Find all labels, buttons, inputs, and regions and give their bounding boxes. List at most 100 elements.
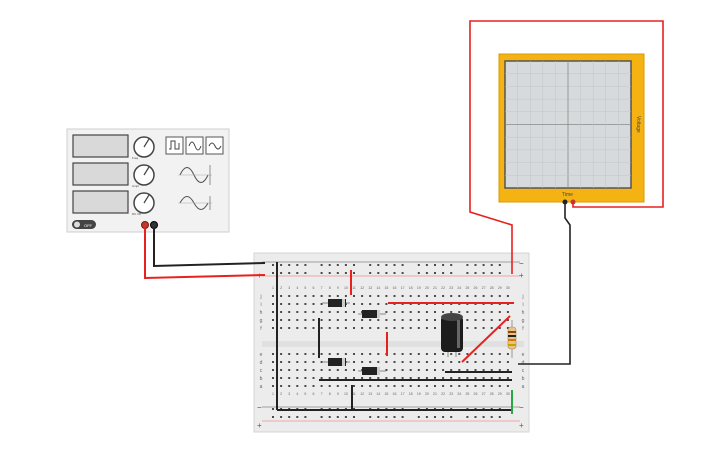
breadboard-hole[interactable] xyxy=(425,327,428,329)
breadboard-hole[interactable] xyxy=(458,369,461,371)
breadboard-hole[interactable] xyxy=(280,377,283,379)
breadboard-hole[interactable] xyxy=(442,369,445,371)
breadboard-hole[interactable] xyxy=(288,361,291,363)
breadboard-hole[interactable] xyxy=(450,369,453,371)
breadboard-hole[interactable] xyxy=(320,377,323,379)
breadboard-hole[interactable] xyxy=(336,385,339,387)
breadboard-hole[interactable] xyxy=(377,303,380,305)
breadboard-hole[interactable] xyxy=(272,295,274,297)
breadboard-hole[interactable] xyxy=(272,353,274,355)
breadboard-hole[interactable] xyxy=(498,327,501,329)
breadboard-hole[interactable] xyxy=(490,369,493,371)
breadboard-hole[interactable] xyxy=(353,385,355,387)
breadboard-hole[interactable] xyxy=(450,264,453,266)
breadboard-hole[interactable] xyxy=(482,319,485,321)
breadboard-hole[interactable] xyxy=(498,369,501,371)
breadboard-hole[interactable] xyxy=(361,377,364,379)
breadboard-hole[interactable] xyxy=(296,264,299,266)
breadboard-hole[interactable] xyxy=(361,353,364,355)
breadboard-hole[interactable] xyxy=(312,377,315,379)
breadboard-hole[interactable] xyxy=(369,272,372,274)
breadboard-hole[interactable] xyxy=(498,311,501,313)
breadboard-hole[interactable] xyxy=(280,303,283,305)
breadboard-hole[interactable] xyxy=(304,377,307,379)
breadboard-hole[interactable] xyxy=(320,361,323,363)
breadboard-hole[interactable] xyxy=(425,377,428,379)
breadboard-hole[interactable] xyxy=(328,264,331,266)
breadboard-hole[interactable] xyxy=(328,327,331,329)
breadboard-hole[interactable] xyxy=(490,327,493,329)
breadboard-hole[interactable] xyxy=(328,319,331,321)
breadboard-hole[interactable] xyxy=(353,319,355,321)
breadboard-hole[interactable] xyxy=(393,295,396,297)
breadboard-hole[interactable] xyxy=(506,311,509,313)
breadboard-hole[interactable] xyxy=(482,272,485,274)
breadboard-hole[interactable] xyxy=(272,361,274,363)
breadboard-hole[interactable] xyxy=(385,303,388,305)
breadboard-hole[interactable] xyxy=(401,377,404,379)
breadboard-hole[interactable] xyxy=(369,295,372,297)
wire-scope-negative[interactable] xyxy=(518,202,571,365)
breadboard-hole[interactable] xyxy=(304,272,307,274)
breadboard-hole[interactable] xyxy=(280,369,283,371)
breadboard-hole[interactable] xyxy=(385,361,388,363)
breadboard-hole[interactable] xyxy=(361,303,364,305)
breadboard-hole[interactable] xyxy=(377,385,380,387)
breadboard-hole[interactable] xyxy=(304,264,307,266)
breadboard-hole[interactable] xyxy=(377,295,380,297)
breadboard-hole[interactable] xyxy=(498,295,501,297)
breadboard-hole[interactable] xyxy=(434,369,436,371)
breadboard-hole[interactable] xyxy=(466,416,469,418)
breadboard-hole[interactable] xyxy=(393,353,396,355)
breadboard-hole[interactable] xyxy=(490,272,493,274)
breadboard-hole[interactable] xyxy=(336,327,339,329)
breadboard-hole[interactable] xyxy=(409,369,412,371)
breadboard-hole[interactable] xyxy=(442,353,445,355)
breadboard-hole[interactable] xyxy=(450,311,453,313)
breadboard-hole[interactable] xyxy=(369,416,372,418)
breadboard-hole[interactable] xyxy=(280,264,283,266)
breadboard-hole[interactable] xyxy=(336,311,339,313)
breadboard-hole[interactable] xyxy=(417,385,420,387)
breadboard-hole[interactable] xyxy=(498,416,501,418)
breadboard-hole[interactable] xyxy=(417,361,420,363)
breadboard-hole[interactable] xyxy=(498,353,501,355)
diode-3[interactable] xyxy=(322,358,350,366)
breadboard-hole[interactable] xyxy=(474,327,477,329)
breadboard-hole[interactable] xyxy=(474,385,477,387)
breadboard-hole[interactable] xyxy=(482,369,485,371)
breadboard-hole[interactable] xyxy=(361,385,364,387)
breadboard-hole[interactable] xyxy=(377,416,380,418)
diode-2[interactable] xyxy=(358,310,386,318)
breadboard-hole[interactable] xyxy=(344,264,347,266)
breadboard-hole[interactable] xyxy=(442,361,445,363)
breadboard-hole[interactable] xyxy=(377,327,380,329)
breadboard-hole[interactable] xyxy=(385,377,388,379)
breadboard-hole[interactable] xyxy=(353,416,355,418)
breadboard-hole[interactable] xyxy=(296,319,299,321)
breadboard-hole[interactable] xyxy=(369,264,372,266)
breadboard-hole[interactable] xyxy=(304,295,307,297)
breadboard-hole[interactable] xyxy=(320,319,323,321)
breadboard-hole[interactable] xyxy=(312,295,315,297)
breadboard-hole[interactable] xyxy=(361,319,364,321)
breadboard-hole[interactable] xyxy=(369,385,372,387)
breadboard-hole[interactable] xyxy=(409,377,412,379)
breadboard-hole[interactable] xyxy=(498,377,501,379)
breadboard-hole[interactable] xyxy=(369,377,372,379)
breadboard-hole[interactable] xyxy=(458,377,461,379)
breadboard-hole[interactable] xyxy=(272,408,274,410)
breadboard-hole[interactable] xyxy=(434,295,436,297)
breadboard-hole[interactable] xyxy=(288,272,291,274)
breadboard-hole[interactable] xyxy=(288,385,291,387)
breadboard-hole[interactable] xyxy=(474,361,477,363)
breadboard-hole[interactable] xyxy=(353,369,355,371)
breadboard-hole[interactable] xyxy=(369,361,372,363)
wires[interactable] xyxy=(144,20,664,414)
breadboard-hole[interactable] xyxy=(498,272,501,274)
breadboard-hole[interactable] xyxy=(328,416,331,418)
breadboard-hole[interactable] xyxy=(304,416,307,418)
breadboard-hole[interactable] xyxy=(450,377,453,379)
breadboard-hole[interactable] xyxy=(312,353,315,355)
